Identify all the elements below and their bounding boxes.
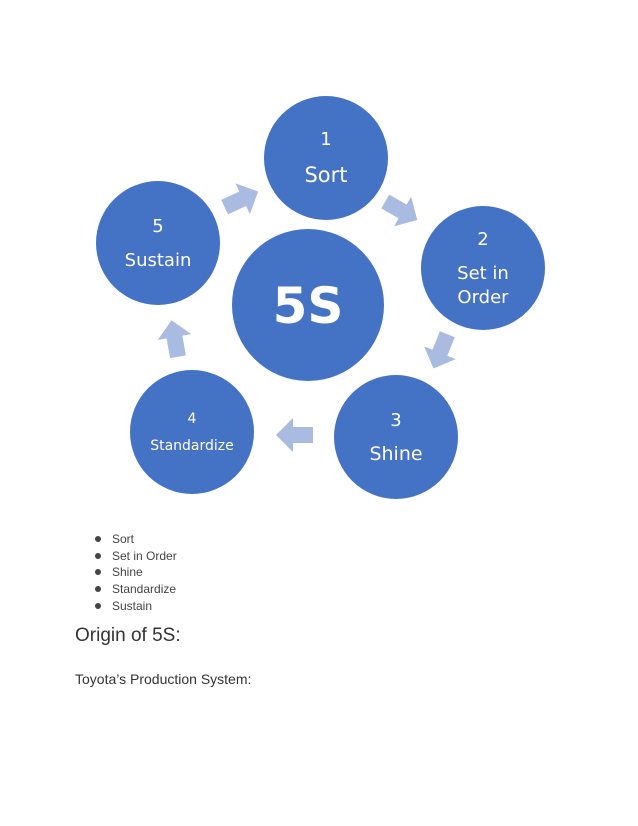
arrow-1-to-2	[381, 194, 418, 227]
step-4-circle: 4 Standardize	[130, 370, 254, 494]
step-5-number: 5	[152, 216, 163, 237]
arrow-3-to-4	[276, 418, 313, 452]
five-s-bullet-list: Sort Set in Order Shine Standardize Sust…	[94, 531, 177, 615]
step-2-label-line1: Set in	[457, 263, 509, 284]
list-item: Set in Order	[94, 548, 177, 565]
section-heading: Origin of 5S:	[75, 625, 181, 646]
arrow-5-to-1	[221, 183, 259, 215]
arrow-2-to-3	[424, 331, 456, 369]
step-2-label-line2: Order	[457, 287, 509, 308]
center-label: 5S	[273, 277, 344, 335]
step-1-number: 1	[320, 129, 331, 150]
center-circle: 5S	[232, 229, 384, 381]
step-2-number: 2	[477, 229, 488, 250]
arrow-4-to-5	[157, 320, 192, 359]
list-item: Sort	[94, 531, 177, 548]
five-s-cycle-diagram: 5S 1 Sort 2 Set in Order 3 Shine 4 Stand…	[96, 96, 545, 499]
list-item: Standardize	[94, 581, 177, 598]
section-subtext: Toyota’s Production System:	[75, 671, 252, 687]
step-1-label: Sort	[304, 163, 347, 187]
step-2-circle: 2 Set in Order	[421, 206, 545, 330]
step-1-circle: 1 Sort	[264, 96, 388, 220]
step-3-label: Shine	[369, 443, 422, 465]
step-3-number: 3	[390, 410, 401, 431]
step-5-label: Sustain	[125, 250, 192, 271]
step-4-label: Standardize	[150, 438, 234, 454]
step-4-number: 4	[188, 411, 197, 427]
step-5-circle: 5 Sustain	[96, 181, 220, 305]
list-item: Shine	[94, 564, 177, 581]
step-3-circle: 3 Shine	[334, 375, 458, 499]
list-item: Sustain	[94, 598, 177, 615]
